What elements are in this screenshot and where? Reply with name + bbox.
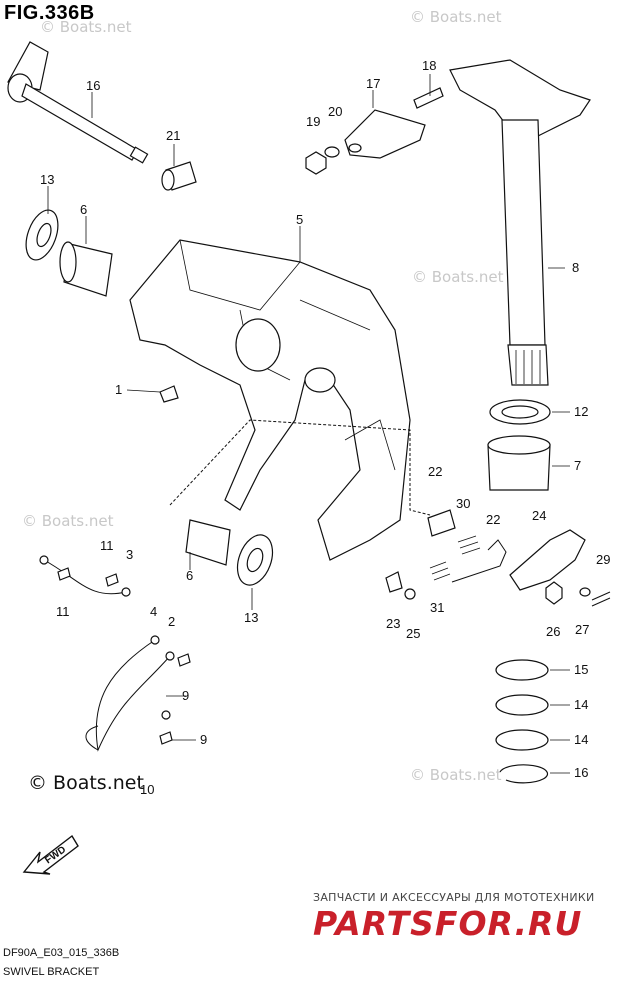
- callout-8: 8: [572, 260, 579, 275]
- part-steering-shaft: [449, 59, 591, 386]
- figure-title: FIG.336B: [4, 2, 95, 24]
- callout-26: 25: [406, 626, 420, 641]
- callout-4: 4: [150, 604, 157, 619]
- wire-terminal: [150, 635, 160, 645]
- callout-13: 13: [40, 172, 54, 187]
- callout-13b: 13: [244, 610, 258, 625]
- part-circlip: [499, 764, 549, 784]
- callout-9: 9: [182, 688, 189, 703]
- part-washer-lower: [236, 534, 274, 586]
- part-nut-lever: [545, 581, 563, 605]
- watermark: © Boats.net: [412, 268, 504, 286]
- part-ring: [495, 659, 549, 681]
- part-cotter-pin: [591, 591, 611, 607]
- callout-16: 16: [574, 765, 588, 780]
- part-lock-rod: [451, 539, 507, 583]
- callout-22: 21: [166, 128, 180, 143]
- part-steering-bushing: [487, 435, 551, 491]
- callout-14b: 14: [574, 732, 588, 747]
- callout-5: 5: [296, 212, 303, 227]
- callout-29: 29: [596, 552, 610, 567]
- part-washer-lever: [579, 587, 591, 597]
- callout-28: 27: [575, 622, 589, 637]
- callout-1: 1: [115, 382, 122, 397]
- callout-15: 15: [574, 662, 588, 677]
- part-bushing-large: [59, 241, 113, 297]
- part-bolt: [404, 588, 416, 600]
- callout-11b: 11: [56, 604, 70, 619]
- part-ring: [495, 694, 549, 716]
- callout-21: 16: [86, 78, 100, 93]
- part-clip: [385, 571, 403, 593]
- callout-2: 2: [168, 614, 175, 629]
- callout-23: 22: [486, 512, 500, 527]
- part-ring: [495, 729, 549, 751]
- part-spring-small: [429, 561, 451, 581]
- callout-3: 3: [126, 547, 133, 562]
- callout-25: 24: [532, 508, 546, 523]
- part-swivel-bracket: [129, 239, 411, 561]
- callout-24: 23: [386, 616, 400, 631]
- brand-logo: PARTSFOR.RU: [313, 904, 583, 943]
- part-bolt: [177, 653, 191, 667]
- part-bolt: [105, 573, 119, 587]
- callout-9b: 9: [200, 732, 207, 747]
- part-washer: [25, 209, 59, 261]
- part-washer-small: [324, 146, 340, 158]
- callout-6: 6: [80, 202, 87, 217]
- callout-22b: 22: [428, 464, 442, 479]
- callout-19: 19: [306, 114, 320, 129]
- part-nut: [305, 151, 327, 175]
- callout-20: 20: [328, 104, 342, 119]
- part-ground-wire: [43, 559, 127, 595]
- part-bushing: [161, 161, 197, 191]
- callout-31: 31: [430, 600, 444, 615]
- callout-7: 7: [574, 458, 581, 473]
- wire-terminal: [165, 651, 175, 661]
- callout-11: 11: [100, 538, 114, 553]
- part-thrust-washer: [489, 399, 551, 425]
- part-screw: [413, 87, 444, 109]
- part-ground-wire-long: [95, 639, 171, 752]
- callout-17: 17: [366, 76, 380, 91]
- wire-terminal: [121, 587, 131, 597]
- promo-caption: ЗАПЧАСТИ И АКСЕССУАРЫ ДЛЯ МОТОТЕХНИКИ: [313, 891, 595, 904]
- part-grease-nipple: [159, 385, 179, 403]
- part-bolt: [57, 567, 71, 581]
- callout-14: 14: [574, 697, 588, 712]
- part-tilt-lock-lever: [509, 529, 586, 591]
- callout-30: 30: [456, 496, 470, 511]
- part-bushing-lower: [185, 519, 231, 566]
- part-wire-loop: [85, 725, 99, 751]
- part-bolt: [159, 731, 173, 745]
- wire-terminal: [161, 710, 171, 720]
- callout-18: 18: [422, 58, 436, 73]
- diagram-code: DF90A_E03_015_336B: [3, 947, 120, 959]
- callout-12: 12: [574, 404, 588, 419]
- watermark-large: © Boats.net: [28, 772, 144, 794]
- watermark: © Boats.net: [22, 512, 114, 530]
- callout-6b: 6: [186, 568, 193, 583]
- part-tilt-pin: [7, 41, 149, 164]
- callout-27: 26: [546, 624, 560, 639]
- diagram-subtitle: SWIVEL BRACKET: [3, 966, 100, 978]
- watermark: © Boats.net: [410, 766, 502, 784]
- fwd-arrow-icon: FWD: [22, 834, 79, 875]
- callout-10: 10: [140, 782, 154, 797]
- part-spring: [457, 535, 481, 555]
- part-stopper-plate: [344, 109, 426, 159]
- part-bushing-small: [427, 509, 456, 537]
- watermark: © Boats.net: [40, 18, 132, 36]
- watermark: © Boats.net: [410, 8, 502, 26]
- wire-terminal: [39, 555, 49, 565]
